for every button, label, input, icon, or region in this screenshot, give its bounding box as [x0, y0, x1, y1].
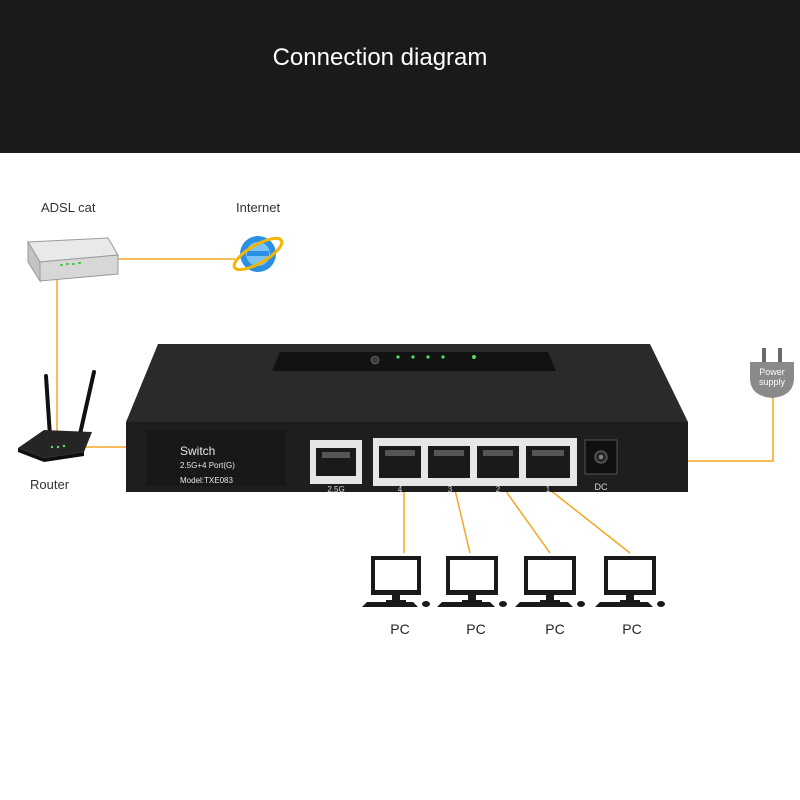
- switch-model: Model:TXE083: [180, 476, 233, 485]
- pc-label-1: PC: [390, 621, 410, 637]
- switch-ports: [310, 438, 618, 486]
- switch-name: Switch: [180, 444, 216, 458]
- pc-icon: [515, 556, 585, 607]
- port3-pc-cable: [454, 489, 471, 554]
- power-supply-label: Power supply: [758, 367, 785, 387]
- port-label-2.5g: 2.5G: [327, 485, 345, 494]
- pc-label-4: PC: [622, 621, 642, 637]
- adsl-modem-label: ADSL cat: [41, 200, 96, 215]
- switch-spec: 2.5G+4 Port(G): [180, 461, 235, 470]
- page-title: Connection diagram: [272, 44, 488, 71]
- cables: [56, 258, 774, 554]
- port1-pc-cable: [549, 489, 631, 554]
- port2-pc-cable: [504, 489, 551, 554]
- dc-jack: [584, 439, 618, 475]
- internet-label: Internet: [236, 200, 281, 215]
- port-label-2: 2: [495, 485, 501, 494]
- router: [18, 370, 96, 462]
- internet-icon: [232, 236, 284, 272]
- pc-group: [362, 556, 665, 607]
- power-plug: [750, 348, 794, 398]
- pc-label-3: PC: [545, 621, 565, 637]
- status-leds: [370, 355, 476, 365]
- router-label: Router: [30, 477, 70, 492]
- port-group-4x: [373, 438, 577, 486]
- header-banner: Connection diagram: [0, 0, 800, 153]
- switch-body: [126, 344, 688, 492]
- port-label-1: 1: [545, 485, 551, 494]
- dc-label: DC: [594, 482, 608, 492]
- port-2.5g: [310, 440, 362, 484]
- pc-label-2: PC: [466, 621, 486, 637]
- pc-icon: [362, 556, 430, 607]
- pc-icon: [595, 556, 665, 607]
- pc-icon: [437, 556, 507, 607]
- adsl-modem: [27, 237, 119, 283]
- port-label-4: 4: [397, 485, 403, 494]
- port-label-3: 3: [447, 485, 453, 494]
